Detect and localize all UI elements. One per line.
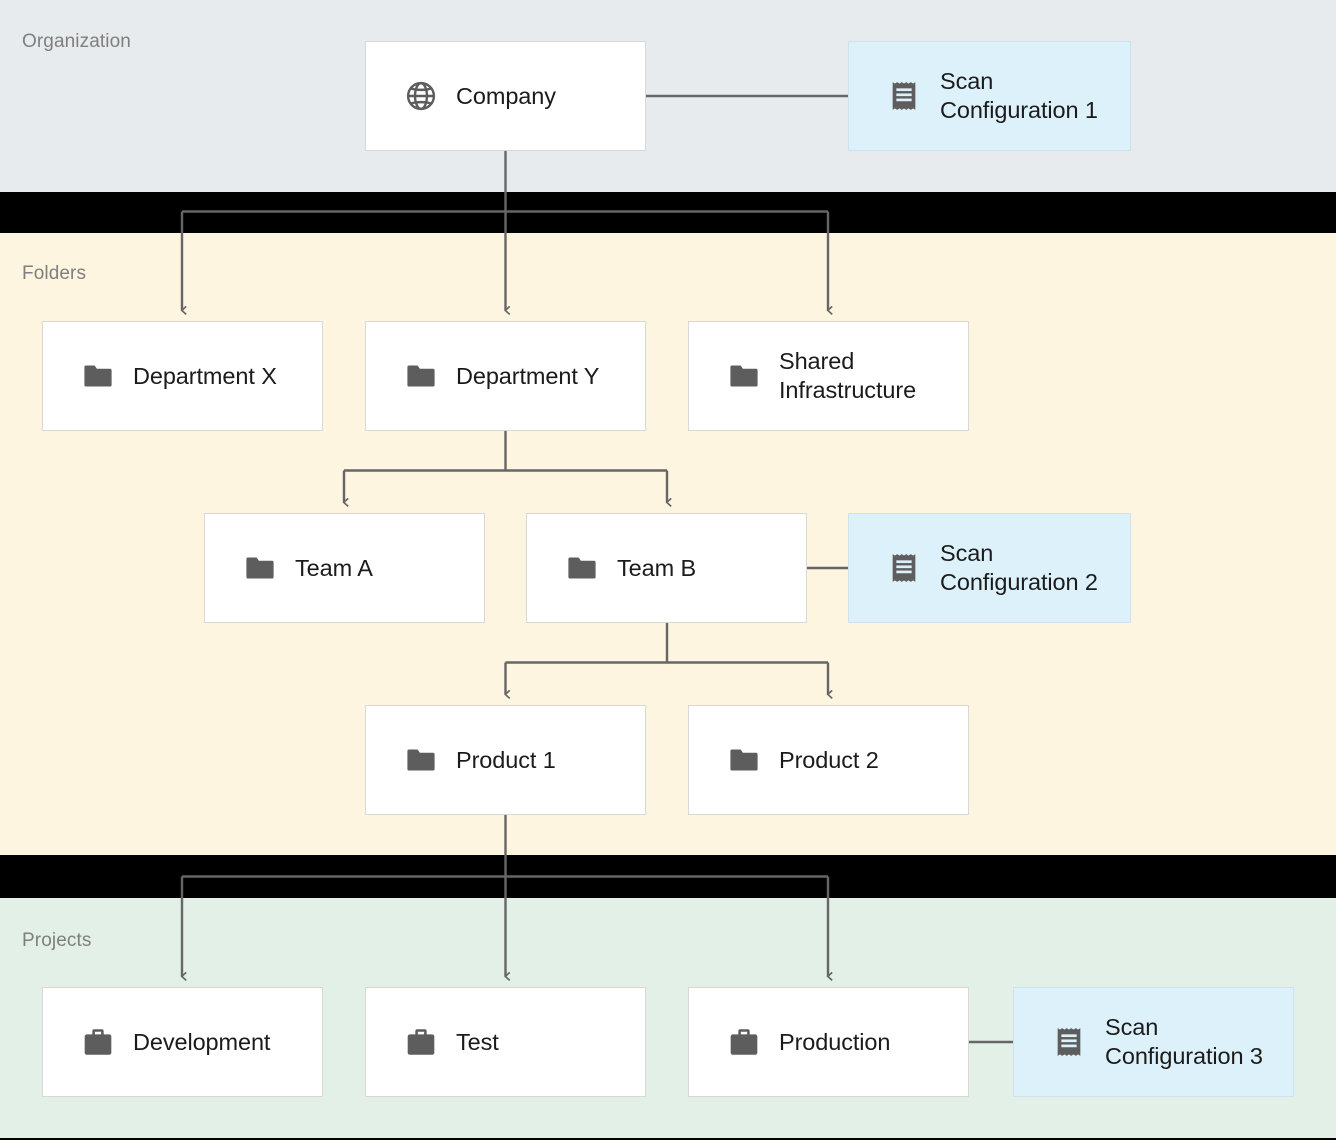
node-label: Production (779, 1028, 891, 1055)
folder-icon (727, 743, 761, 777)
node-scan-configuration-1[interactable]: Scan Configuration 1 (848, 41, 1131, 151)
receipt-icon (887, 551, 921, 585)
node-label: Shared Infrastructure (779, 348, 917, 403)
band-label-organization: Organization (22, 31, 131, 52)
node-test[interactable]: Test (365, 987, 646, 1097)
band-organization (0, 0, 1336, 192)
node-scan-configuration-3[interactable]: Scan Configuration 3 (1013, 987, 1294, 1097)
node-label: Scan Configuration 3 (1105, 1014, 1263, 1069)
node-team-a[interactable]: Team A (204, 513, 485, 623)
node-label: Test (456, 1028, 499, 1055)
folder-icon (81, 359, 115, 393)
band-label-folders: Folders (22, 263, 87, 284)
node-label: Company (456, 82, 556, 109)
node-department-x[interactable]: Department X (42, 321, 323, 431)
folder-icon (565, 551, 599, 585)
node-label: Team B (617, 554, 697, 581)
node-label: Development (133, 1028, 271, 1055)
briefcase-icon (81, 1025, 115, 1059)
folder-icon (727, 359, 761, 393)
node-label: Product 1 (456, 746, 556, 773)
node-company[interactable]: Company (365, 41, 646, 151)
node-label: Scan Configuration 2 (940, 540, 1098, 595)
node-scan-configuration-2[interactable]: Scan Configuration 2 (848, 513, 1131, 623)
node-label: Scan Configuration 1 (940, 68, 1098, 123)
folder-icon (404, 743, 438, 777)
node-shared-infrastructure[interactable]: Shared Infrastructure (688, 321, 969, 431)
node-label: Product 2 (779, 746, 879, 773)
node-production[interactable]: Production (688, 987, 969, 1097)
folder-icon (243, 551, 277, 585)
receipt-icon (1052, 1025, 1086, 1059)
node-label: Team A (295, 554, 373, 581)
globe-icon (404, 79, 438, 113)
node-label: Department Y (456, 362, 600, 389)
node-product-2[interactable]: Product 2 (688, 705, 969, 815)
node-team-b[interactable]: Team B (526, 513, 807, 623)
node-development[interactable]: Development (42, 987, 323, 1097)
band-label-projects: Projects (22, 930, 92, 951)
node-label: Department X (133, 362, 277, 389)
node-department-y[interactable]: Department Y (365, 321, 646, 431)
briefcase-icon (727, 1025, 761, 1059)
folder-icon (404, 359, 438, 393)
node-product-1[interactable]: Product 1 (365, 705, 646, 815)
briefcase-icon (404, 1025, 438, 1059)
receipt-icon (887, 79, 921, 113)
